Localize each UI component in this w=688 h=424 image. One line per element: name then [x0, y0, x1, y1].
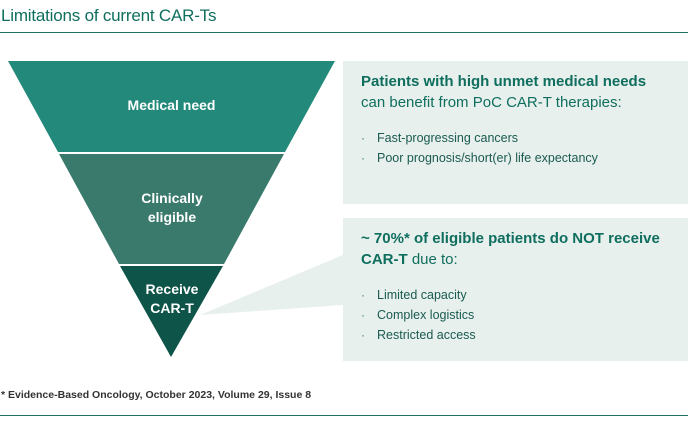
tier-label-medical-need: Medical need	[127, 97, 216, 113]
info-box-unmet-needs: Patients with high unmet medical needs c…	[343, 61, 688, 204]
box1-heading: Patients with high unmet medical needs c…	[361, 71, 681, 113]
bullet-dot-icon: ·	[361, 328, 365, 342]
title-divider	[0, 32, 688, 33]
box1-heading-rest: can benefit from PoC CAR-T therapies:	[361, 94, 622, 111]
tier-label-clinically-eligible: Clinically eligible	[141, 190, 203, 225]
tier-label-receive-cart: Receive CAR-T	[145, 281, 199, 316]
funnel-tier-medical-need	[8, 61, 335, 152]
list-item: ·Poor prognosis/short(er) life expectanc…	[361, 148, 598, 168]
list-item: ·Fast-progressing cancers	[361, 128, 598, 148]
bullet-dot-icon: ·	[361, 151, 365, 165]
box2-bullet-list: ·Limited capacity ·Complex logistics ·Re…	[361, 285, 476, 345]
callout-pointer	[200, 255, 343, 315]
bullet-dot-icon: ·	[361, 308, 365, 322]
page-title: Limitations of current CAR-Ts	[1, 6, 217, 25]
list-item: ·Restricted access	[361, 325, 476, 345]
list-item: ·Complex logistics	[361, 305, 476, 325]
footnote: * Evidence-Based Oncology, October 2023,…	[1, 389, 312, 401]
list-item: ·Limited capacity	[361, 285, 476, 305]
box2-heading: ~ 70%* of eligible patients do NOT recei…	[361, 228, 686, 270]
box2-heading-bold-1: ~ 70%* of eligible patients do NOT recei…	[361, 230, 660, 247]
bullet-dot-icon: ·	[361, 131, 365, 145]
box1-bullet-list: ·Fast-progressing cancers ·Poor prognosi…	[361, 128, 598, 168]
funnel-tier-clinically-eligible	[59, 154, 284, 264]
bullet-dot-icon: ·	[361, 288, 365, 302]
info-box-not-receiving: ~ 70%* of eligible patients do NOT recei…	[343, 218, 688, 361]
footer-divider	[0, 415, 688, 416]
box1-heading-bold: Patients with high unmet medical needs	[361, 73, 647, 90]
box2-heading-bold-2: CAR-T	[361, 251, 408, 268]
box2-heading-rest: due to:	[407, 251, 458, 268]
funnel-tier-receive-cart	[120, 266, 223, 357]
